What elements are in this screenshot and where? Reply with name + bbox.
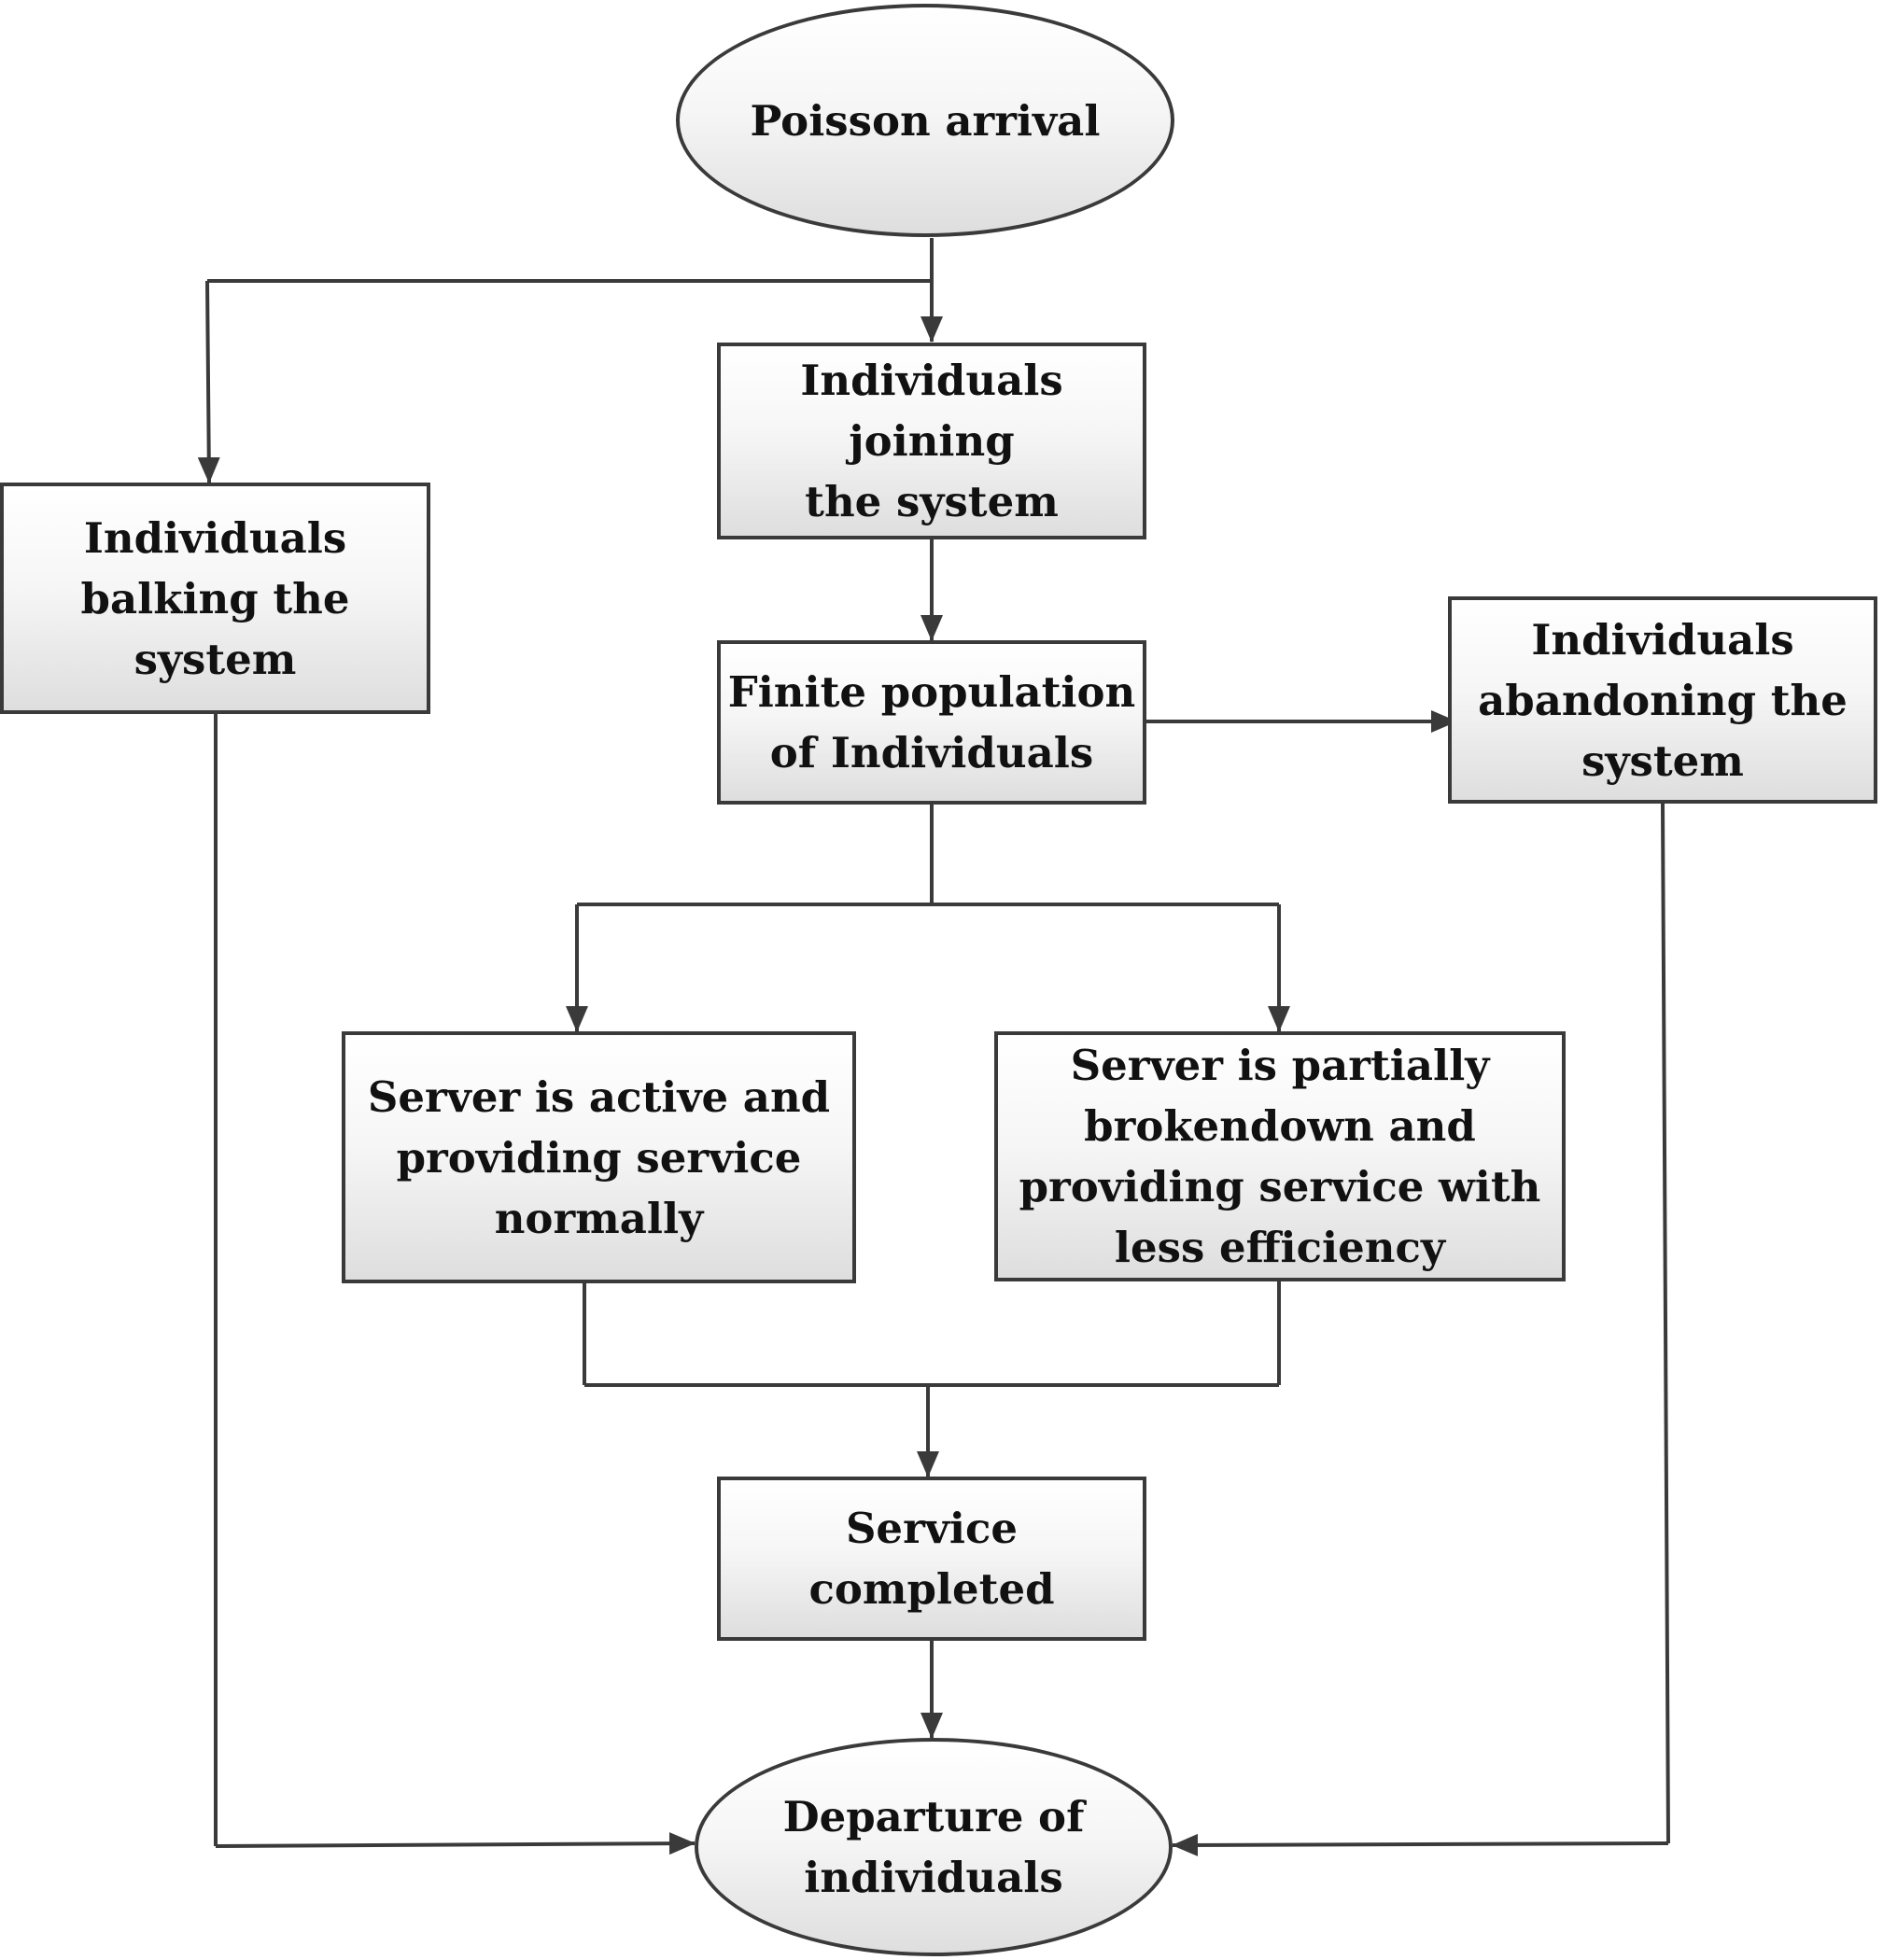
node-finite-population-label: Finite population of Individuals	[727, 667, 1136, 777]
node-individuals-abandoning: Individuals abandoning the system	[1448, 596, 1877, 804]
node-service-completed-label: Service completed	[808, 1504, 1055, 1614]
node-server-active: Server is active and providing service n…	[342, 1031, 856, 1283]
arrow-to-balking	[197, 280, 220, 483]
node-individuals-joining: Individuals joining the system	[717, 343, 1146, 539]
node-departure: Departure of individuals	[695, 1738, 1173, 1956]
arrow-balking-to-departure	[215, 1832, 696, 1855]
node-service-completed: Service completed	[717, 1477, 1146, 1641]
node-server-partial-label: Server is partially brokendown and provi…	[1019, 1041, 1541, 1272]
node-individuals-joining-label: Individuals joining the system	[800, 356, 1063, 526]
node-individuals-abandoning-label: Individuals abandoning the system	[1478, 614, 1848, 786]
arrow-abandoning-to-departure	[1172, 1833, 1669, 1856]
node-departure-label: Departure of individuals	[782, 1792, 1085, 1902]
node-server-active-label: Server is active and providing service n…	[367, 1071, 831, 1243]
node-individuals-balking-label: Individuals balking the system	[80, 512, 350, 684]
node-individuals-balking: Individuals balking the system	[0, 483, 430, 714]
node-poisson-arrival: Poisson arrival	[676, 4, 1174, 237]
node-poisson-arrival-label: Poisson arrival	[750, 95, 1101, 146]
connector-abandoning-down	[1661, 803, 1670, 1844]
node-finite-population: Finite population of Individuals	[717, 640, 1146, 805]
node-server-partial: Server is partially brokendown and provi…	[994, 1031, 1566, 1281]
